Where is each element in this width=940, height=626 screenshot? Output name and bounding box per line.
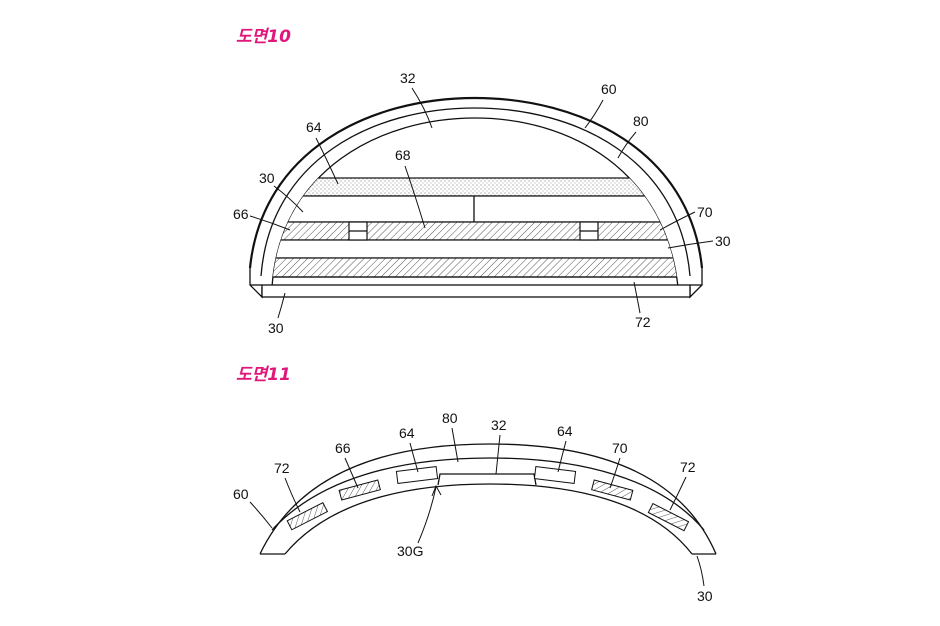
fig10-label-68: 68	[395, 147, 411, 163]
fig11-label-70: 70	[612, 440, 628, 456]
fig11-label-30g: 30G	[397, 543, 423, 559]
layer-72	[272, 257, 678, 278]
figure-10-title: 도면10	[236, 27, 291, 47]
fig11-label-72-right: 72	[680, 459, 696, 475]
fig11-label-64-right: 64	[557, 423, 573, 439]
layer-30-middle	[272, 239, 678, 259]
fig10-label-30-left: 30	[259, 170, 275, 186]
fig11-outer-shell-60	[259, 443, 717, 555]
fig11-electrode-66	[338, 479, 381, 501]
fig10-label-70: 70	[697, 204, 713, 220]
layer-80	[260, 107, 691, 277]
fig10-label-32: 32	[400, 70, 416, 86]
shell-left-end	[249, 268, 263, 299]
fig10-label-80: 80	[633, 113, 649, 129]
fig10-label-66: 66	[233, 206, 249, 222]
fig11-label-60: 60	[233, 486, 249, 502]
fig11-electrode-70	[591, 479, 634, 501]
fig10-label-30-bottom: 30	[268, 320, 284, 336]
figure-11-title: 도면11	[236, 365, 291, 385]
fig11-label-64-left: 64	[399, 425, 415, 441]
fig11-label-72-left: 72	[274, 460, 290, 476]
fig11-pad-64-left	[395, 466, 439, 484]
shell-right-end	[689, 268, 703, 299]
figure-10: 도면10	[233, 27, 731, 336]
layer-30-upper	[272, 195, 678, 223]
fig11-label-30: 30	[697, 588, 713, 604]
fig10-label-30-right: 30	[715, 233, 731, 249]
fig11-inner-surface-30	[284, 483, 693, 555]
fig11-pad-64-right	[533, 466, 577, 484]
figure-11: 도면11 80 3	[233, 365, 717, 604]
base-plate-30	[261, 284, 691, 298]
fig10-label-64: 64	[306, 119, 322, 135]
groove-30g	[437, 473, 537, 486]
outer-shell-60	[248, 96, 704, 269]
fig11-layer-80	[271, 457, 705, 531]
fig11-label-32: 32	[491, 417, 507, 433]
fig11-label-66: 66	[335, 440, 351, 456]
fig11-label-80: 80	[442, 410, 458, 426]
fig10-label-72: 72	[635, 314, 651, 330]
fig10-label-60: 60	[601, 81, 617, 97]
fig11-electrode-72-right	[647, 502, 690, 532]
layer-64	[272, 177, 678, 197]
fig11-electrode-72-left	[286, 501, 329, 531]
layer-66-68-70	[272, 221, 678, 241]
